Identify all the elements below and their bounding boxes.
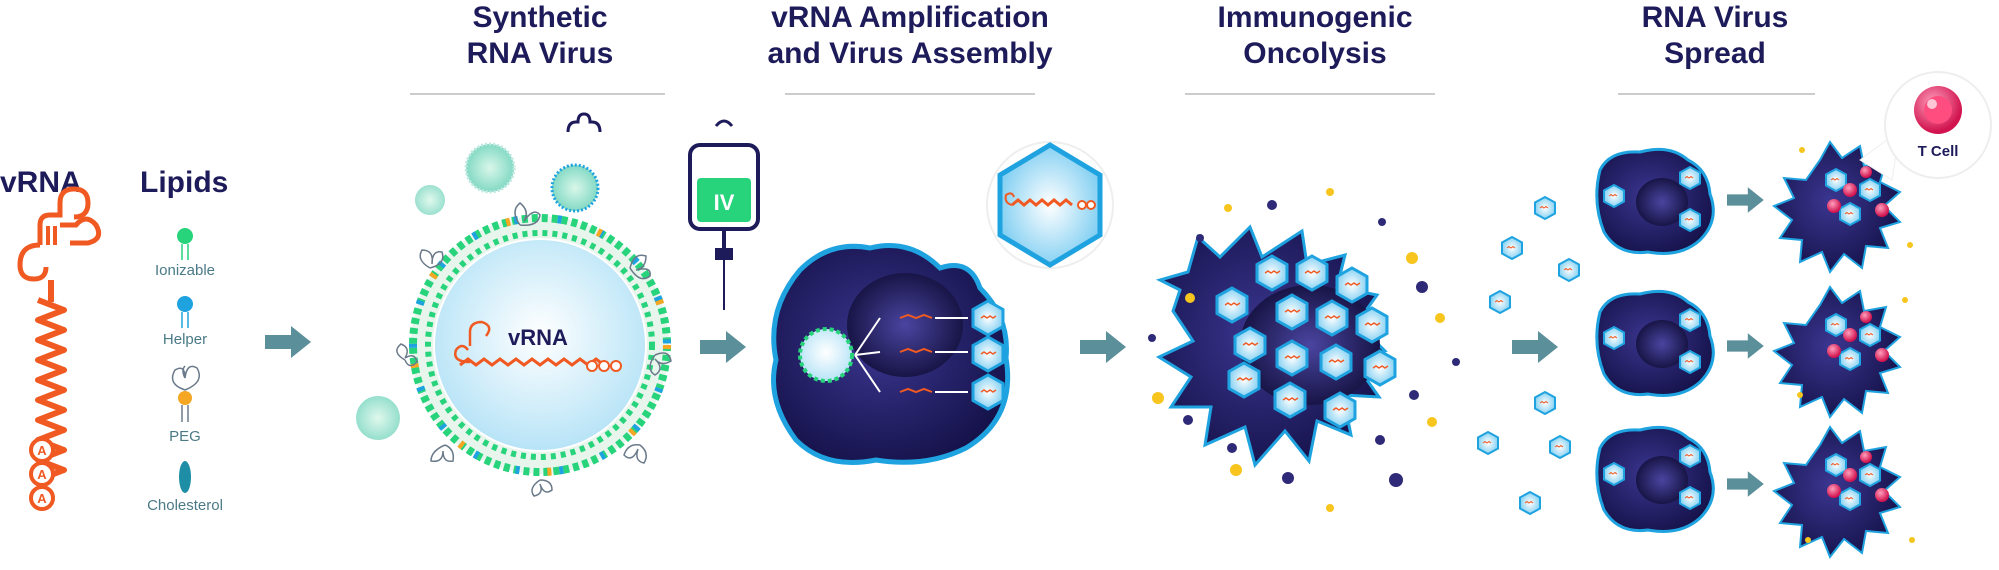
header-amplification-line2: and Virus Assembly (767, 37, 1053, 70)
polya-a2: A (37, 467, 47, 482)
free-virion-1 (1534, 196, 1556, 220)
arrow-1 (265, 326, 311, 358)
header-spread-line2: Spread (1664, 37, 1766, 70)
iv-label: IV (714, 190, 735, 215)
infected-cell-bottom (1595, 425, 1715, 533)
infected-cell-mid (1595, 289, 1715, 397)
free-virion-6 (1477, 431, 1499, 455)
header-synthetic-line2: RNA Virus (466, 37, 614, 70)
iv-bag (566, 112, 760, 310)
polya-a1: A (37, 443, 47, 458)
vrna-title: vRNA (0, 166, 82, 199)
header-amplification: vRNA Amplification and Virus Assembly (730, 0, 1090, 72)
lipid-label-ionizable: Ionizable (154, 262, 216, 279)
header-oncolysis: Immunogenic Oncolysis (1170, 0, 1460, 72)
t-cell-label: T Cell (1918, 143, 1959, 160)
arrow-spread-top (1727, 187, 1764, 213)
lysing-cell-mid (1772, 285, 1902, 419)
lipid-label-helper: Helper (162, 331, 208, 348)
free-virion-5 (1534, 391, 1556, 415)
spread-debris (1797, 147, 1915, 543)
header-spread: RNA Virus Spread (1600, 0, 1830, 72)
header-synthetic-rna-virus: Synthetic RNA Virus (400, 0, 680, 72)
header-amplification-line1: vRNA Amplification (771, 1, 1049, 34)
polya-a3: A (37, 491, 47, 506)
lipid-icon-helper (177, 296, 193, 328)
lysing-tumor-cell (1155, 224, 1397, 469)
zoom-bubble (980, 141, 1114, 305)
lipid-label-peg: PEG (169, 428, 201, 445)
header-oncolysis-line1: Immunogenic (1217, 1, 1413, 34)
free-virion-4 (1489, 290, 1511, 314)
infected-cell-top (1595, 147, 1715, 255)
debris-dark (1148, 200, 1460, 487)
free-virion-2 (1501, 236, 1523, 260)
lipid-icon-ionizable (177, 228, 193, 260)
vrna-strand-graphic (17, 186, 102, 511)
arrow-4 (1512, 331, 1558, 363)
free-virion-8 (1519, 491, 1541, 515)
debris (1152, 188, 1445, 512)
virion-4 (356, 396, 400, 440)
free-virion-7 (1549, 435, 1571, 459)
header-synthetic-line1: Synthetic (472, 1, 608, 34)
lipid-icon-cholesterol (179, 461, 191, 493)
lipid-label-cholesterol: Cholesterol (147, 497, 223, 514)
lnp-particle (409, 214, 671, 476)
arrow-2 (700, 331, 746, 363)
header-spread-line1: RNA Virus (1641, 1, 1789, 34)
arrow-spread-bottom (1727, 471, 1764, 497)
lnp-cargo-label: vRNA (508, 325, 568, 350)
header-oncolysis-line2: Oncolysis (1243, 37, 1387, 70)
arrow-spread-mid (1727, 333, 1764, 359)
arrow-3 (1080, 331, 1126, 363)
virion-2 (550, 163, 600, 213)
lipids-title: Lipids (140, 166, 229, 199)
virion-3 (415, 185, 445, 215)
host-cell (771, 243, 1011, 465)
lysing-cell-bottom (1772, 425, 1902, 559)
free-virion-3 (1558, 258, 1580, 282)
peg-tufts (396, 202, 672, 497)
virion-1 (464, 142, 516, 194)
lipid-icon-peg (171, 365, 200, 422)
t-cell-bubble (1859, 71, 1992, 181)
